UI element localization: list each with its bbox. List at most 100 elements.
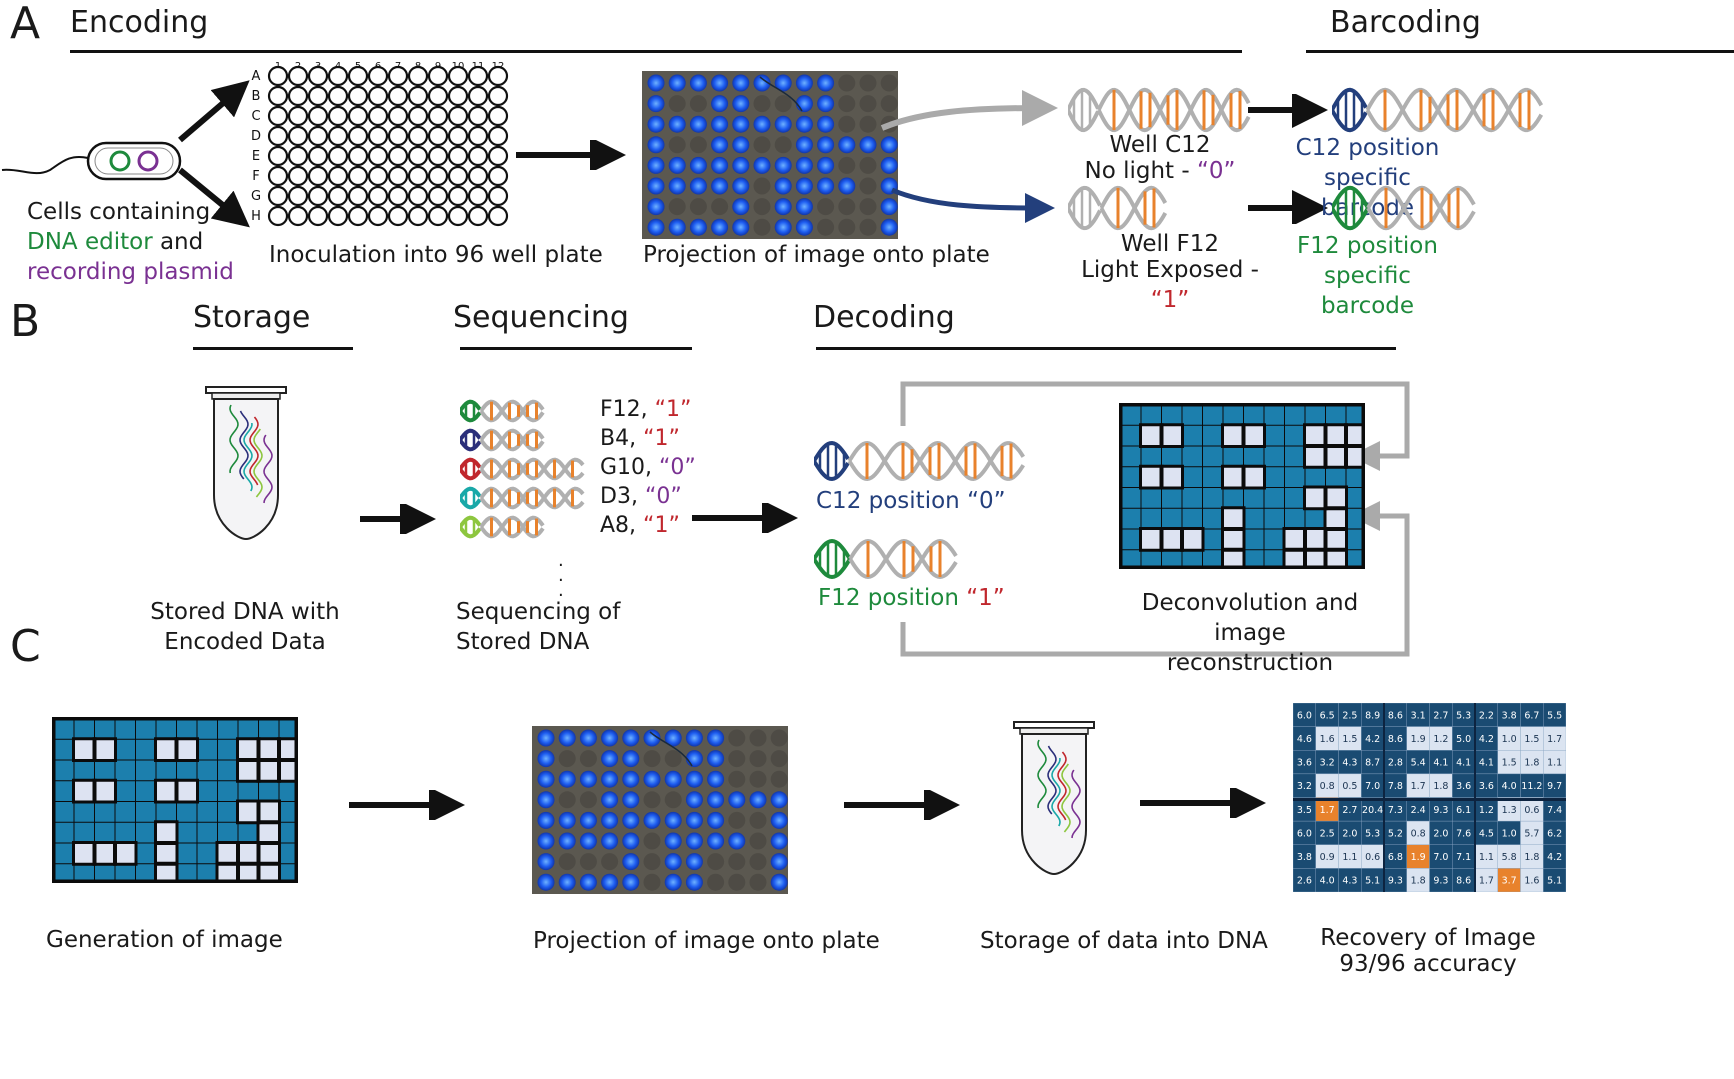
bac-pixel-outline bbox=[174, 778, 199, 804]
plate-well bbox=[427, 85, 449, 107]
heatmap-value: 0.9 bbox=[1320, 852, 1335, 863]
plate-well bbox=[287, 85, 309, 107]
photo-well bbox=[838, 156, 856, 174]
photo-well bbox=[707, 729, 725, 747]
plate-well bbox=[307, 85, 329, 107]
bac-pixel bbox=[1182, 508, 1202, 529]
heatmap-value: 1.7 bbox=[1411, 781, 1426, 792]
heatmap-value: 2.5 bbox=[1342, 710, 1357, 721]
bac-pixel bbox=[218, 822, 238, 843]
photo-well bbox=[838, 115, 856, 133]
decoding-rule bbox=[816, 347, 1396, 350]
photo-well bbox=[579, 873, 597, 891]
bac-pixel bbox=[1223, 446, 1243, 467]
heatmap-value: 2.2 bbox=[1479, 710, 1494, 721]
dna-strand bbox=[1365, 87, 1544, 133]
plate-well bbox=[487, 165, 509, 187]
bac-pixel bbox=[1285, 425, 1305, 446]
bac-pixel-outline bbox=[1221, 547, 1246, 569]
bac-pixel bbox=[1326, 508, 1346, 529]
dna-strand bbox=[460, 525, 482, 539]
heatmap-value: 4.0 bbox=[1320, 876, 1335, 887]
bac-pixel bbox=[238, 719, 258, 739]
plate-well bbox=[307, 185, 329, 207]
photo-well bbox=[859, 95, 877, 113]
reconstructed-bac-image bbox=[1119, 403, 1365, 569]
photo-well bbox=[689, 95, 707, 113]
photo-well bbox=[711, 74, 729, 92]
bac-pixel bbox=[95, 864, 115, 883]
bac-pixel bbox=[1182, 550, 1202, 569]
cell-split-arrows bbox=[178, 80, 250, 228]
photo-well bbox=[728, 811, 746, 829]
heatmap-value: 7.6 bbox=[1456, 828, 1471, 839]
bac-pixel bbox=[218, 760, 238, 781]
bac-pixel bbox=[115, 864, 135, 883]
heatmap-value: 1.7 bbox=[1547, 734, 1562, 745]
bac-pixel bbox=[1285, 446, 1305, 467]
projection-photo-c bbox=[532, 726, 788, 894]
photo-well bbox=[774, 95, 792, 113]
bac-pixel-outline bbox=[174, 737, 199, 762]
seq-caption-line2: Stored DNA bbox=[456, 629, 590, 655]
photo-well bbox=[770, 853, 788, 871]
decoded-f12-dna-icon bbox=[814, 538, 958, 580]
bac-pixel bbox=[259, 760, 279, 781]
bac-pixel bbox=[1305, 550, 1325, 569]
photo-well bbox=[838, 74, 856, 92]
photo-well bbox=[689, 74, 707, 92]
photo-well bbox=[685, 750, 703, 768]
bac-pixel bbox=[1203, 488, 1223, 508]
plate-well bbox=[267, 105, 289, 127]
photo-well bbox=[664, 791, 682, 809]
bac-pixel bbox=[156, 843, 176, 864]
heatmap-value: 4.3 bbox=[1342, 876, 1357, 887]
photo-well bbox=[601, 811, 619, 829]
bac-pixel bbox=[1264, 550, 1284, 569]
plate-well bbox=[487, 205, 509, 227]
and-label: and bbox=[152, 229, 204, 255]
bac-pixel bbox=[218, 719, 238, 739]
bac-pixel bbox=[95, 719, 115, 739]
bac-pixel bbox=[1244, 446, 1264, 467]
bac-pixel bbox=[177, 781, 197, 801]
stored-dna-caption: Stored DNA with Encoded Data bbox=[150, 597, 340, 657]
photo-well bbox=[601, 770, 619, 788]
bac-pixel bbox=[74, 802, 94, 822]
plate-well bbox=[387, 105, 409, 127]
photo-well bbox=[859, 74, 877, 92]
plate-row-label: G bbox=[251, 189, 261, 204]
bac-pixel bbox=[238, 760, 258, 781]
plate-well bbox=[267, 185, 289, 207]
plate-well bbox=[287, 185, 309, 207]
plate-well bbox=[387, 85, 409, 107]
photo-well bbox=[579, 811, 597, 829]
heatmap-value: 4.2 bbox=[1547, 852, 1562, 863]
photo-well bbox=[795, 198, 813, 216]
plate-well bbox=[427, 205, 449, 227]
photo-well bbox=[749, 811, 767, 829]
photo-well bbox=[689, 198, 707, 216]
photo-well bbox=[859, 115, 877, 133]
bac-pixel bbox=[279, 781, 298, 801]
plate-well bbox=[327, 185, 349, 207]
plate-well bbox=[387, 165, 409, 187]
bac-pixel bbox=[54, 822, 74, 843]
photo-well bbox=[537, 811, 555, 829]
heatmap-value: 1.8 bbox=[1411, 876, 1426, 887]
bac-pixel bbox=[1264, 508, 1284, 529]
heatmap-value: 1.8 bbox=[1433, 781, 1448, 792]
tube-dna-strand bbox=[1071, 769, 1081, 839]
bac-pixel bbox=[279, 739, 298, 760]
bac-pixel-outline bbox=[1159, 464, 1184, 490]
photo-well bbox=[749, 832, 767, 850]
photo-well bbox=[711, 95, 729, 113]
bac-pixel bbox=[1285, 529, 1305, 550]
sequencing-read: D3, “0” bbox=[458, 484, 688, 513]
bac-pixel bbox=[1264, 467, 1284, 487]
bac-pixel bbox=[1141, 467, 1161, 487]
photo-well bbox=[537, 770, 555, 788]
dna-strand bbox=[460, 428, 482, 442]
bac-pixel bbox=[115, 822, 135, 843]
photo-well bbox=[774, 136, 792, 154]
